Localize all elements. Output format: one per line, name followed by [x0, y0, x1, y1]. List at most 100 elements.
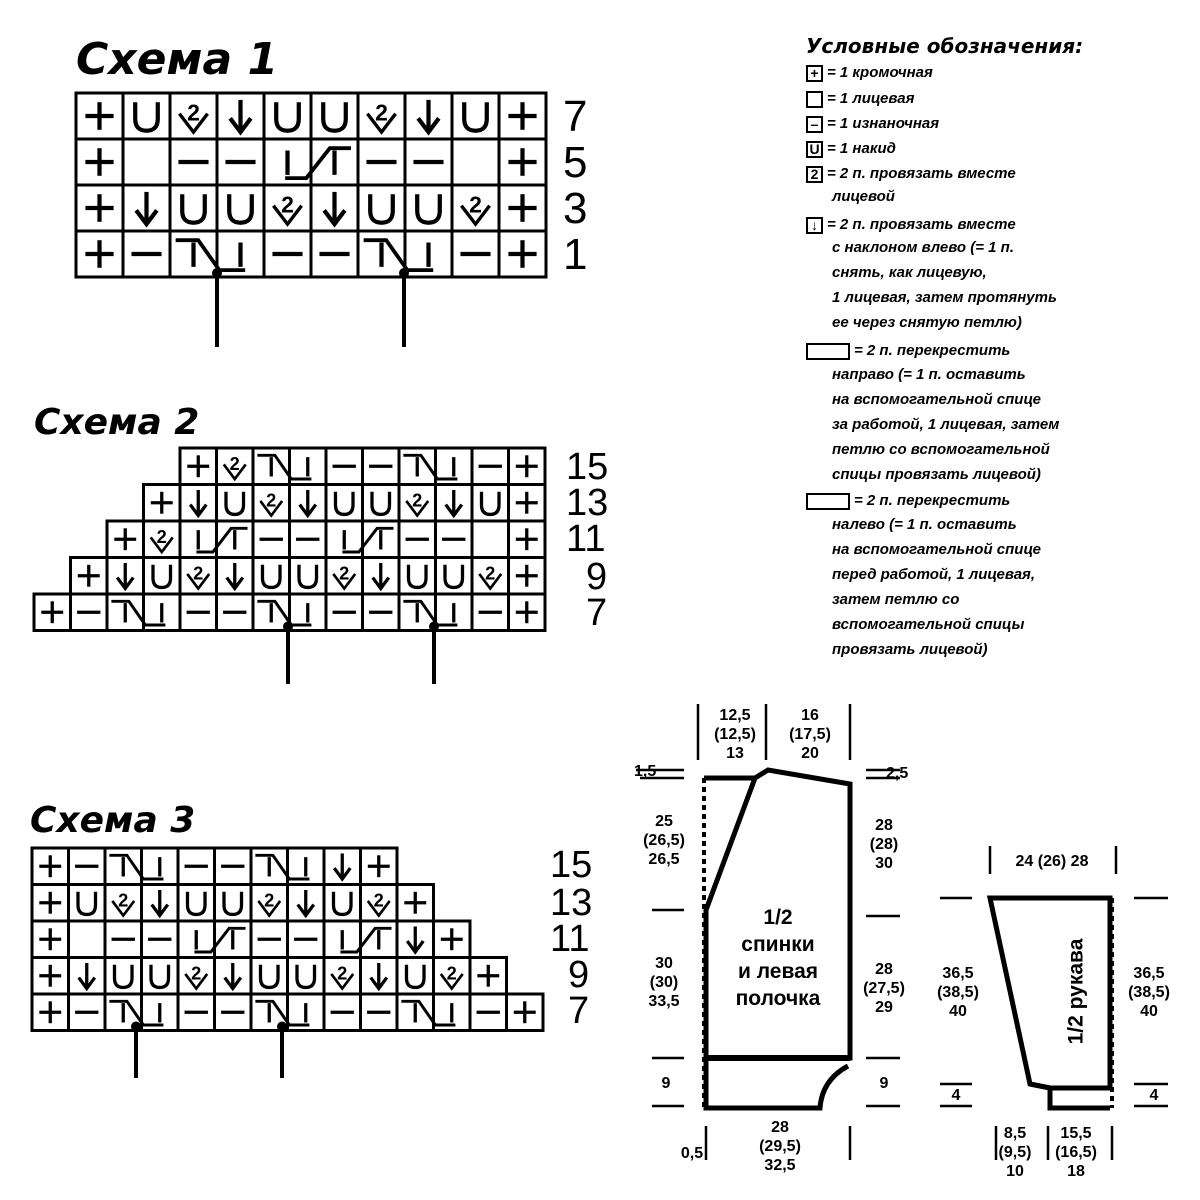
yarn-over-icon: U	[806, 140, 823, 158]
dim-value: 28	[771, 1119, 789, 1136]
sleeve-cuff	[1029, 1081, 1110, 1111]
cross-left-icon	[111, 599, 166, 627]
dim-value: 40	[949, 1003, 967, 1020]
dim-value: (38,5)	[1128, 984, 1170, 1001]
k2tog-icon	[330, 973, 355, 991]
scheme-1-row-number: 1	[563, 230, 588, 279]
sleeve-right-height-dim: 36,5 (38,5) 40	[1120, 964, 1178, 1021]
scheme-1-row-number: 5	[563, 138, 588, 187]
ssk-icon	[228, 117, 253, 136]
legend-item: ↓= 2 п. провязать вместе	[806, 212, 1016, 237]
ssk-icon	[416, 117, 441, 136]
k2tog-icon	[111, 900, 136, 918]
legend-text: на вспомогательной спице	[832, 391, 1041, 408]
yarn-over-icon	[462, 102, 489, 133]
legend-item: –= 1 изнаночная	[806, 111, 939, 136]
yarn-over-icon	[331, 891, 353, 917]
dim-value: (28)	[869, 836, 899, 853]
k2tog-icon	[149, 536, 174, 555]
legend-item: U= 1 накид	[806, 136, 896, 161]
repeat-arrow	[212, 268, 222, 278]
cross-left-icon	[257, 453, 312, 481]
legend-text: провязать лицевой)	[832, 641, 988, 658]
legend-text: = 2 п. провязать вместе	[827, 216, 1016, 233]
cross-left-icon	[403, 453, 458, 481]
dim-value: 28	[875, 961, 893, 978]
scheme-1-title: Схема 1	[76, 34, 279, 85]
ssk-icon: ↓	[806, 216, 823, 234]
body-right-upper-dim: 28 (28) 30	[856, 816, 912, 873]
repeat-arrow	[429, 621, 439, 632]
legend-text: за работой, 1 лицевая, затем	[832, 416, 1060, 433]
yarn-over-icon	[76, 891, 98, 917]
dim-value: 13	[726, 745, 744, 762]
yarn-over-icon	[406, 564, 428, 590]
dim-value: 26,5	[648, 851, 680, 868]
yarn-over-icon	[404, 964, 426, 990]
scheme-3-row-number: 7	[568, 990, 590, 1032]
dim-value: 29	[875, 999, 893, 1016]
legend-text: ее через снятую петлю)	[832, 314, 1022, 331]
k2tog-icon	[186, 573, 211, 591]
ssk-icon	[322, 209, 347, 228]
k2tog-icon	[259, 500, 284, 518]
cross-left-icon	[401, 999, 456, 1027]
dim-value: 10	[1006, 1163, 1024, 1180]
body-piece-label: 1/2 спинки и левая полочка	[722, 904, 834, 1012]
legend-text: = 2 п. перекрестить	[854, 342, 1011, 359]
dim-value: 36,5	[942, 965, 974, 982]
cross-left-icon	[806, 492, 850, 510]
cross-left-icon	[109, 853, 164, 881]
k2tog-icon: 2	[264, 889, 274, 910]
scheme-1-row-number: 3	[563, 184, 588, 233]
dim-value: (29,5)	[759, 1138, 801, 1155]
yarn-over-icon	[274, 102, 301, 133]
legend-text: направо (= 1 п. оставить	[832, 366, 1026, 383]
k2tog-icon	[439, 973, 464, 991]
k2tog-icon: 2	[485, 562, 495, 583]
cross-right-icon	[806, 342, 850, 360]
body-top-left-dim: 12,5 (12,5) 13	[703, 706, 767, 763]
k2tog-icon	[478, 573, 503, 591]
k2tog-icon: 2	[374, 889, 384, 910]
k2tog-icon: 2	[469, 192, 482, 218]
legend-text: затем петлю со	[832, 591, 960, 608]
body-pattern-hem	[703, 1058, 850, 1111]
legend-text: = 1 изнаночная	[827, 115, 940, 132]
minus-symbol-icon: –	[806, 115, 823, 133]
dim-value: 12,5	[719, 707, 751, 724]
body-bottom-left-dim: 0,5	[680, 1145, 704, 1162]
legend-text: с наклоном влево (= 1 п.	[832, 239, 1014, 256]
body-left-lower-dim: 30 (30) 33,5	[636, 954, 692, 1011]
repeat-arrow	[399, 268, 409, 278]
dim-value: 36,5	[1133, 965, 1165, 982]
dim-value: (16,5)	[1055, 1144, 1097, 1161]
sleeve-left-height-dim: 36,5 (38,5) 40	[930, 964, 986, 1021]
legend-text: перед работой, 1 лицевая,	[832, 566, 1036, 583]
scheme-2-row-number: 7	[586, 592, 608, 634]
sleeve-pattern-outline	[986, 895, 1113, 1091]
legend-text: на вспомогательной спице	[832, 541, 1041, 558]
dim-value: (27,5)	[863, 980, 905, 997]
chart-cell	[507, 446, 547, 486]
dim-value: (38,5)	[937, 984, 979, 1001]
ssk-icon	[115, 576, 135, 592]
yarn-over-icon	[295, 964, 317, 990]
ssk-icon	[150, 903, 170, 919]
yarn-over-icon	[224, 491, 246, 517]
ssk-icon	[405, 940, 425, 955]
k2tog-icon: 2	[118, 889, 128, 910]
yarn-over-icon	[149, 964, 171, 990]
scheme-3-row-number: 11	[550, 918, 590, 960]
cross-right-icon	[342, 526, 394, 554]
k2tog-icon	[178, 112, 209, 135]
scheme-2-row-number: 11	[566, 518, 606, 560]
yarn-over-icon	[333, 491, 355, 517]
chart-cell	[288, 556, 328, 596]
legend-text: снять, как лицевую,	[832, 264, 987, 281]
yarn-over-icon	[258, 964, 280, 990]
scheme-3-row-number: 9	[568, 954, 590, 996]
body-left-upper-dim: 25 (26,5) 26,5	[636, 812, 692, 869]
ssk-icon	[296, 903, 316, 919]
k2tog-icon: 2	[191, 962, 201, 983]
